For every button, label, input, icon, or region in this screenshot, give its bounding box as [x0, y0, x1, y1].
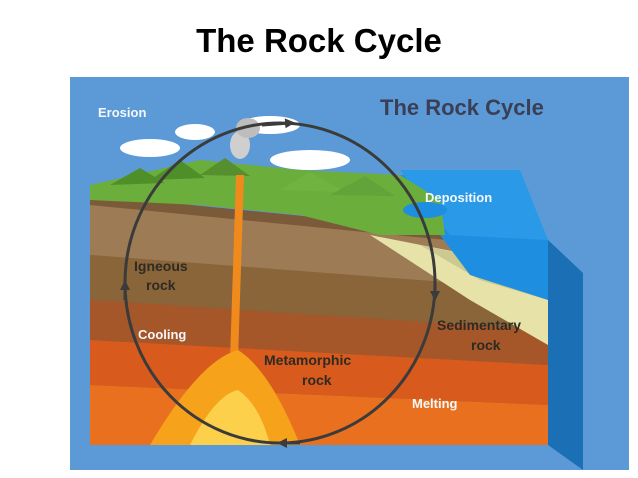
label-metamorphic-line1: Metamorphic	[264, 352, 351, 368]
land-surface	[90, 158, 447, 235]
label-erosion: Erosion	[98, 105, 146, 120]
label-igneous-line1: Igneous	[134, 258, 188, 274]
label-sedimentary-line1: Sedimentary	[437, 317, 521, 333]
arrow-top	[261, 118, 295, 129]
label-cooling: Cooling	[138, 327, 186, 342]
slide-title: The Rock Cycle	[196, 22, 442, 59]
label-metamorphic-line2: rock	[302, 372, 332, 388]
ocean-top	[400, 170, 548, 240]
magma-chamber	[150, 175, 300, 445]
label-igneous-line2: rock	[146, 277, 176, 293]
diagram-title: The Rock Cycle	[380, 95, 544, 120]
label-deposition: Deposition	[425, 190, 492, 205]
ocean-side-face	[548, 240, 583, 470]
label-sedimentary-line2: rock	[471, 337, 501, 353]
label-melting: Melting	[412, 396, 458, 411]
